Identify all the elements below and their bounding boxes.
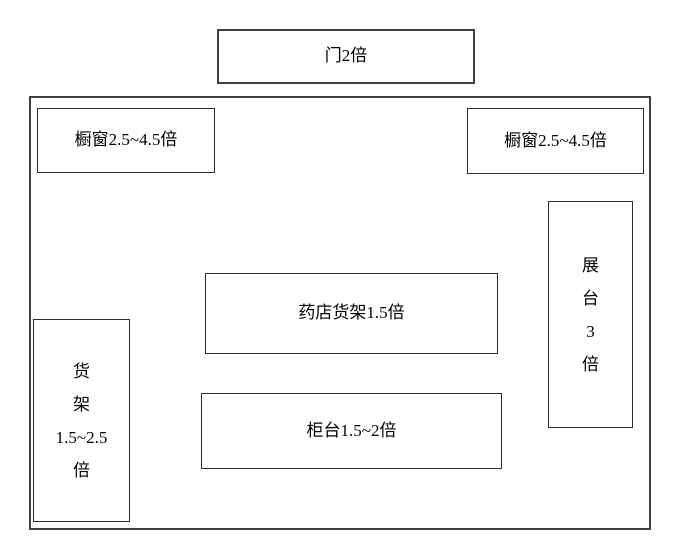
counter-label: 柜台1.5~2倍 [306, 420, 397, 440]
counter-box: 柜台1.5~2倍 [201, 393, 502, 469]
shelf-label-line: 倍 [73, 460, 90, 480]
display-stand-box: 展 台 3 倍 [548, 201, 633, 428]
shelf-label-line: 架 [73, 394, 90, 414]
display-stand-label-line: 台 [582, 288, 599, 308]
window-right-label: 橱窗2.5~4.5倍 [504, 130, 607, 150]
shelf-box: 货 架 1.5~2.5 倍 [33, 319, 130, 522]
shelf-label-line: 1.5~2.5 [55, 427, 108, 447]
display-stand-label-line: 3 [586, 321, 595, 341]
pharmacy-shelf-label: 药店货架1.5倍 [298, 303, 405, 323]
door-box: 门2倍 [217, 29, 475, 84]
door-label: 门2倍 [324, 46, 368, 66]
display-stand-label-line: 倍 [582, 354, 599, 374]
window-left-label: 橱窗2.5~4.5倍 [74, 130, 178, 150]
pharmacy-shelf-box: 药店货架1.5倍 [205, 273, 498, 354]
window-left-box: 橱窗2.5~4.5倍 [37, 108, 215, 173]
room-outline [29, 96, 651, 530]
window-right-box: 橱窗2.5~4.5倍 [467, 108, 644, 174]
shelf-label-line: 货 [73, 361, 90, 381]
display-stand-label-line: 展 [582, 255, 599, 275]
